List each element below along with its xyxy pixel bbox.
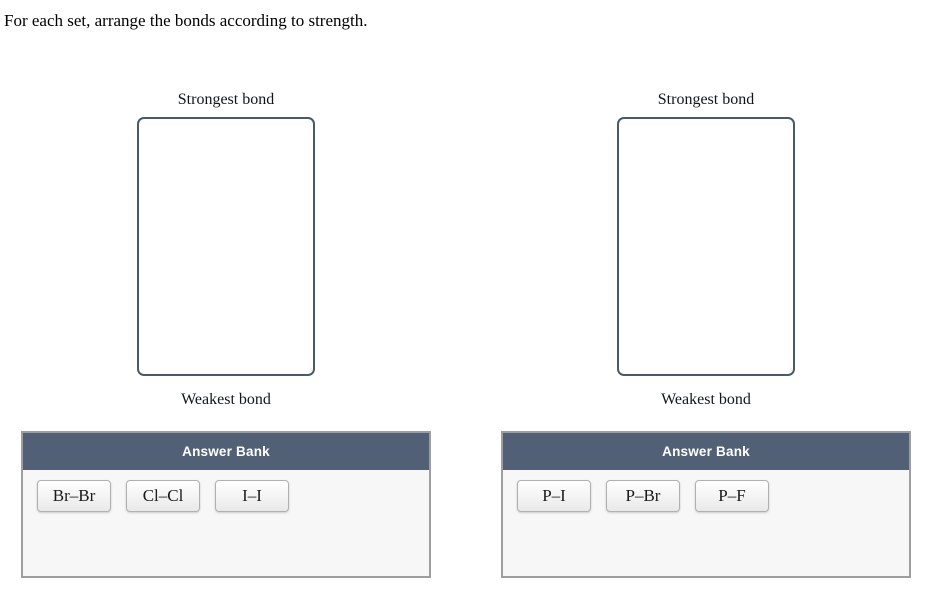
strongest-bond-label: Strongest bond: [657, 91, 755, 108]
bond-set-1: Strongest bond Weakest bond Answer Bank …: [21, 90, 431, 578]
answer-bank-header: Answer Bank: [23, 433, 429, 470]
bond-chip-p-i[interactable]: P–I: [517, 480, 591, 512]
answer-bank-2: Answer Bank P–I P–Br P–F: [501, 431, 911, 578]
bond-ranking-dropzone-1[interactable]: [137, 117, 315, 376]
ranking-column-1: Strongest bond Weakest bond: [137, 90, 315, 410]
bond-chip-i-i[interactable]: I–I: [215, 480, 289, 512]
answer-bank-body: P–I P–Br P–F: [503, 470, 909, 512]
answer-bank-body: Br–Br Cl–Cl I–I: [23, 470, 429, 512]
bond-chip-p-f[interactable]: P–F: [695, 480, 769, 512]
weakest-bond-label: Weakest bond: [181, 391, 271, 408]
question-prompt: For each set, arrange the bonds accordin…: [4, 11, 368, 30]
bond-chip-cl-cl[interactable]: Cl–Cl: [126, 480, 200, 512]
bond-set-2: Strongest bond Weakest bond Answer Bank …: [501, 90, 911, 578]
bond-ranking-dropzone-2[interactable]: [617, 117, 795, 376]
bond-chip-p-br[interactable]: P–Br: [606, 480, 680, 512]
answer-bank-1: Answer Bank Br–Br Cl–Cl I–I: [21, 431, 431, 578]
strongest-bond-label: Strongest bond: [177, 91, 275, 108]
bond-chip-br-br[interactable]: Br–Br: [37, 480, 111, 512]
weakest-bond-label: Weakest bond: [661, 391, 751, 408]
answer-bank-header: Answer Bank: [503, 433, 909, 470]
ranking-column-2: Strongest bond Weakest bond: [617, 90, 795, 410]
